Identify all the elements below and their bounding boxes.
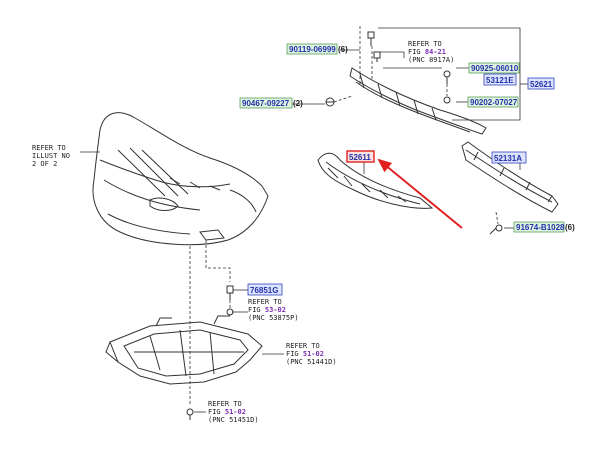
label-52611[interactable]: 52611 — [346, 150, 375, 163]
fasteners — [186, 31, 503, 420]
label-52621-text: 52621 — [530, 80, 553, 89]
fig-link-51-02-b[interactable]: 51-02 — [225, 408, 246, 416]
clip-top-left — [367, 31, 375, 46]
clip-76851G — [226, 285, 234, 300]
refer-note-51-02-a: REFER TO FIG 51-02 (PNC 51441D) — [286, 342, 337, 366]
fig-link-51-02-a[interactable]: 51-02 — [303, 350, 324, 358]
label-90119-text: 90119-06999 — [289, 45, 336, 54]
label-52611-text: 52611 — [349, 153, 371, 162]
screw-90202 — [443, 96, 451, 104]
label-90925[interactable]: 90925-06010 — [468, 62, 520, 74]
reinforcement-bar — [461, 141, 559, 213]
ref-pnc: (PNC 51451D) — [208, 416, 259, 424]
ref-pnc: (PNC 53875P) — [248, 314, 299, 322]
label-52131A[interactable]: 52131A — [491, 151, 527, 164]
ref-fig-line: FIG 51-02 — [286, 350, 324, 358]
ref-text: 2 OF 2 — [32, 160, 57, 168]
refer-note-84-21: REFER TO FIG 84-21 (PNC 8917A) — [408, 40, 454, 64]
ref-pnc: (PNC 8917A) — [408, 56, 454, 64]
clip-top-right — [373, 51, 381, 62]
ref-text: REFER TO — [208, 400, 242, 408]
label-76851G-text: 76851G — [250, 286, 278, 295]
ref-text: REFER TO — [286, 342, 320, 350]
fig-link-84-21[interactable]: 84-21 — [425, 48, 446, 56]
highlight-arrow — [377, 158, 463, 229]
bolt-91674 — [489, 224, 503, 235]
label-91674-text: 91674-B1028 — [516, 223, 565, 232]
label-90119[interactable]: 90119-06999 — [286, 43, 338, 55]
ref-text: ILLUST NO — [32, 152, 70, 160]
label-53121E-text: 53121E — [486, 76, 514, 85]
label-52621[interactable]: 52621 — [527, 77, 555, 90]
upper-absorber — [349, 67, 487, 135]
clip-90467 — [325, 97, 335, 107]
lower-absorber — [317, 152, 434, 209]
screw-90925 — [443, 70, 451, 84]
refer-note-53-02: REFER TO FIG 53-02 (PNC 53875P) — [248, 298, 299, 322]
label-90202-text: 90202-07027 — [470, 98, 518, 107]
fig-link-53-02[interactable]: 53-02 — [265, 306, 286, 314]
ref-text: REFER TO — [32, 144, 66, 152]
label-90119-qty: (6) — [338, 45, 348, 54]
label-90467-qty: (2) — [293, 99, 303, 108]
ref-fig-line: FIG 53-02 — [248, 306, 286, 314]
screw-under-2 — [186, 408, 194, 420]
label-91674[interactable]: 91674-B1028 — [513, 221, 565, 233]
label-52131A-text: 52131A — [494, 154, 522, 163]
label-90467-text: 90467-09227 — [242, 99, 290, 108]
label-90925-text: 90925-06010 — [471, 64, 519, 73]
ref-fig-line: FIG 84-21 — [408, 48, 446, 56]
ref-text: REFER TO — [248, 298, 282, 306]
refer-note-51-02-b: REFER TO FIG 51-02 (PNC 51451D) — [208, 400, 259, 424]
ref-fig-line: FIG 51-02 — [208, 408, 246, 416]
label-53121E[interactable]: 53121E — [483, 73, 517, 86]
engine-under-cover — [105, 315, 263, 385]
label-91674-qty: (6) — [565, 223, 575, 232]
label-76851G[interactable]: 76851G — [247, 283, 283, 296]
bumper-cover — [92, 112, 269, 246]
label-90467[interactable]: 90467-09227 — [239, 97, 293, 109]
label-90202[interactable]: 90202-07027 — [467, 96, 519, 108]
ref-text: REFER TO — [408, 40, 442, 48]
ref-pnc: (PNC 51441D) — [286, 358, 337, 366]
refer-note-illust: REFER TO ILLUST NO 2 OF 2 — [32, 144, 70, 168]
